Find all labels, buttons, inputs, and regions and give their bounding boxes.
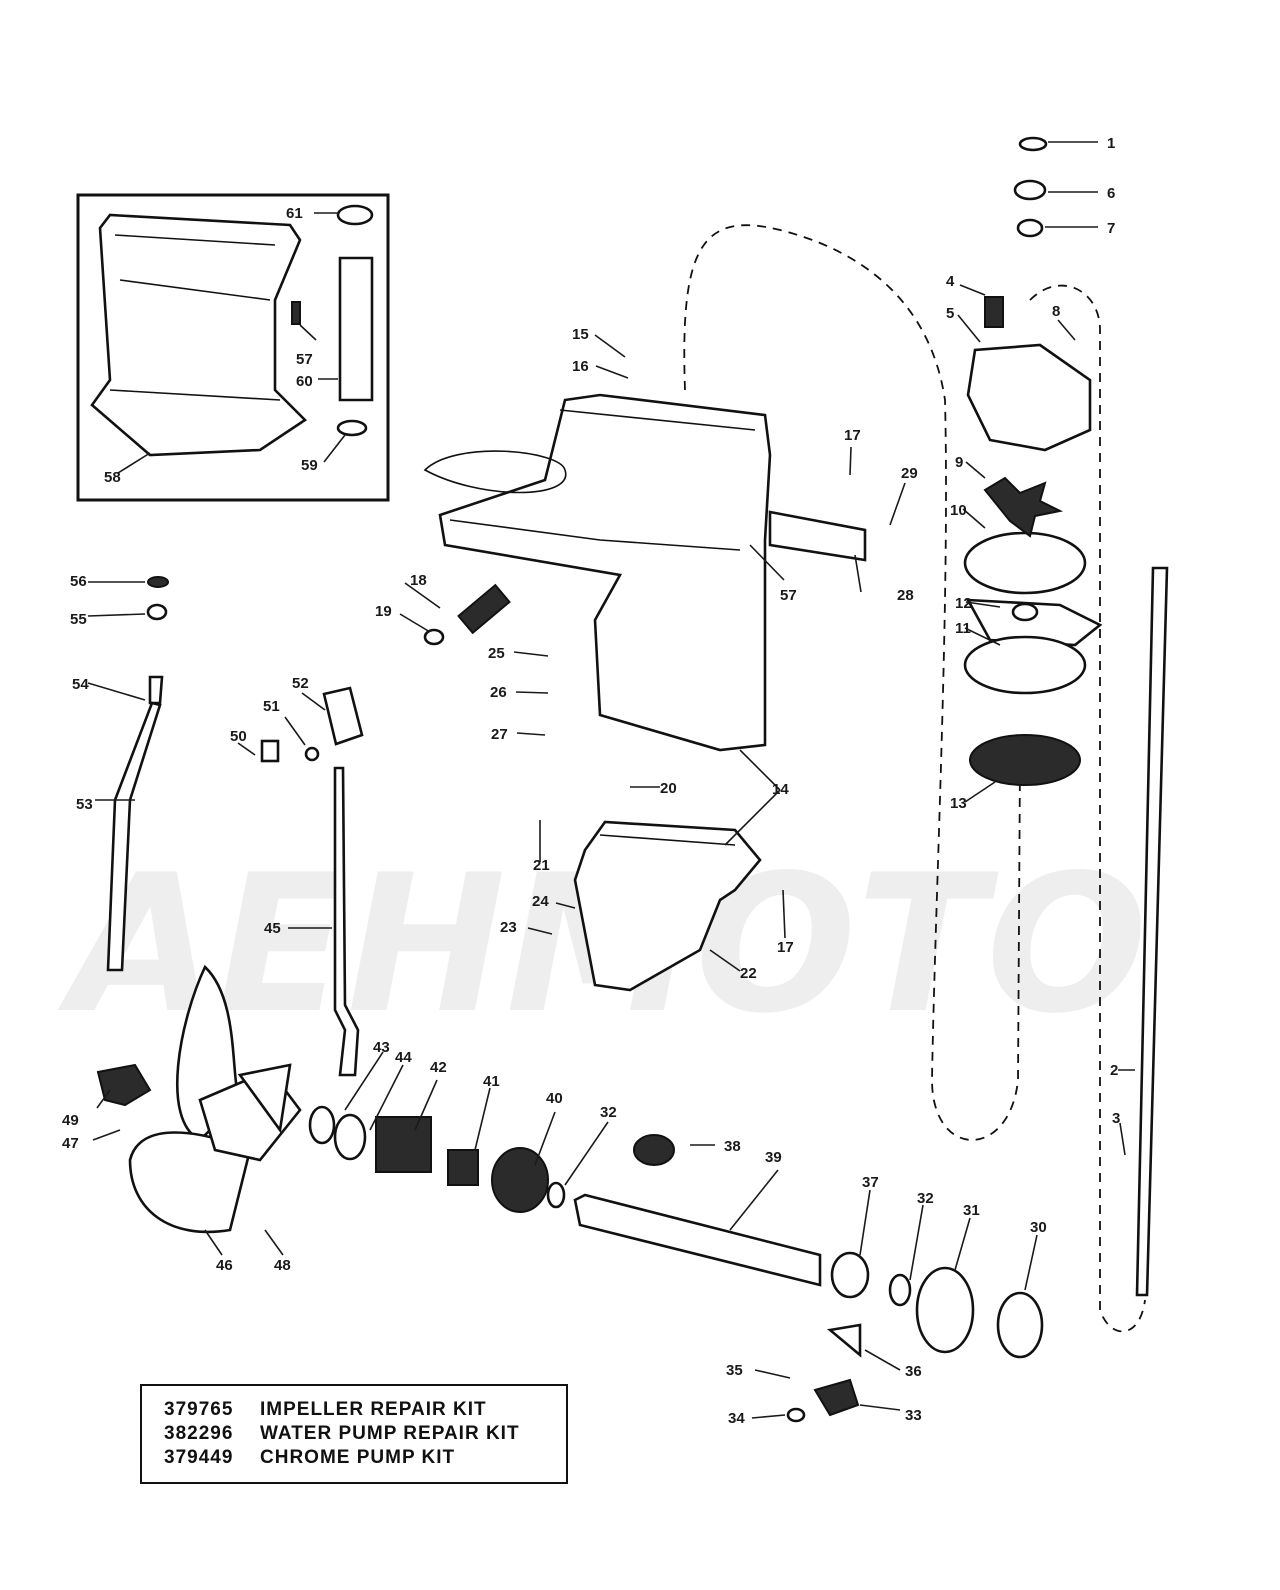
part-callout-57: 57: [296, 351, 313, 368]
propeller: [96, 964, 302, 1234]
kit-row: 382296 WATER PUMP REPAIR KIT: [164, 1422, 566, 1446]
part-callout-42: 42: [430, 1059, 447, 1076]
part-callout-35: 35: [726, 1362, 743, 1379]
shift-rod-path: [1029, 284, 1146, 1333]
part-callout-54: 54: [72, 676, 89, 693]
part-callout-47: 47: [62, 1135, 79, 1152]
kit-number: 379449: [164, 1447, 234, 1468]
part-callout-33: 33: [905, 1407, 922, 1424]
part-callout-49: 49: [62, 1112, 79, 1129]
part-callout-11: 11: [955, 620, 971, 637]
part-callout-48: 48: [274, 1257, 291, 1274]
part-callout-21: 21: [533, 857, 550, 874]
part-callout-16: 16: [572, 358, 589, 375]
part-callout-22: 22: [740, 965, 757, 982]
part-callout-45: 45: [264, 920, 281, 937]
part-callout-1: 1: [1107, 135, 1115, 152]
part-callout-9: 9: [955, 454, 963, 471]
part-callout-17: 17: [844, 427, 861, 444]
part-callout-51: 51: [263, 698, 280, 715]
kit-name: IMPELLER REPAIR KIT: [260, 1399, 487, 1420]
part-callout-26: 26: [490, 684, 507, 701]
part-callout-23: 23: [500, 919, 517, 936]
gear-housing-lower: [573, 820, 762, 992]
water-pump-stack: [963, 136, 1103, 786]
part-callout-17: 17: [777, 939, 794, 956]
part-callout-39: 39: [765, 1149, 782, 1166]
part-callout-19: 19: [375, 603, 392, 620]
part-callout-60: 60: [296, 373, 313, 390]
kit-row: 379449 CHROME PUMP KIT: [164, 1446, 566, 1470]
part-callout-38: 38: [724, 1138, 741, 1155]
part-callout-32: 32: [917, 1190, 934, 1207]
part-callout-10: 10: [950, 502, 967, 519]
part-callout-52: 52: [292, 675, 309, 692]
part-callout-30: 30: [1030, 1219, 1047, 1236]
part-callout-59: 59: [301, 457, 318, 474]
kit-row: 379765 IMPELLER REPAIR KIT: [164, 1398, 566, 1422]
propeller-shaft-components: [308, 1105, 1044, 1423]
part-callout-61: 61: [286, 205, 303, 222]
part-callout-29: 29: [901, 465, 918, 482]
part-callout-44: 44: [395, 1049, 412, 1066]
water-tube-path: [683, 224, 1021, 1141]
part-callout-34: 34: [728, 1410, 745, 1427]
part-callout-31: 31: [963, 1202, 980, 1219]
kit-number: 379765: [164, 1399, 234, 1420]
part-callout-5: 5: [946, 305, 954, 322]
kit-list: 379765 IMPELLER REPAIR KIT 382296 WATER …: [140, 1384, 568, 1484]
part-callout-6: 6: [1107, 185, 1115, 202]
part-callout-7: 7: [1107, 220, 1115, 237]
part-callout-43: 43: [373, 1039, 390, 1056]
part-callout-15: 15: [572, 326, 589, 343]
kit-name: WATER PUMP REPAIR KIT: [260, 1423, 520, 1444]
part-callout-57: 57: [780, 587, 797, 604]
kit-name: CHROME PUMP KIT: [260, 1447, 456, 1468]
drive-shaft: [1135, 566, 1169, 1297]
part-callout-40: 40: [546, 1090, 563, 1107]
part-callout-4: 4: [946, 273, 955, 290]
part-callout-53: 53: [76, 796, 93, 813]
part-callout-28: 28: [897, 587, 914, 604]
part-callout-58: 58: [104, 469, 121, 486]
part-callout-2: 2: [1110, 1062, 1118, 1079]
part-callout-36: 36: [905, 1363, 922, 1380]
part-callout-55: 55: [70, 611, 87, 628]
part-callout-3: 3: [1112, 1110, 1120, 1127]
part-callout-41: 41: [483, 1073, 500, 1090]
part-callout-56: 56: [70, 573, 87, 590]
part-callout-46: 46: [216, 1257, 233, 1274]
part-callout-20: 20: [660, 780, 677, 797]
kit-number: 382296: [164, 1423, 234, 1444]
part-callout-13: 13: [950, 795, 967, 812]
leader-lines: [87, 141, 1135, 1419]
part-callout-12: 12: [955, 595, 972, 612]
small-parts-left: [106, 450, 567, 1077]
gear-housing-upper: [438, 393, 867, 752]
part-callout-25: 25: [488, 645, 505, 662]
part-callout-37: 37: [862, 1174, 879, 1191]
part-callout-8: 8: [1052, 303, 1060, 320]
part-callout-14: 14: [772, 781, 789, 798]
part-callout-32: 32: [600, 1104, 617, 1121]
part-callout-24: 24: [532, 893, 549, 910]
part-callout-18: 18: [410, 572, 427, 589]
part-callout-27: 27: [491, 726, 508, 743]
inset-drive-shaft-housing: [76, 193, 390, 502]
part-callout-50: 50: [230, 728, 247, 745]
